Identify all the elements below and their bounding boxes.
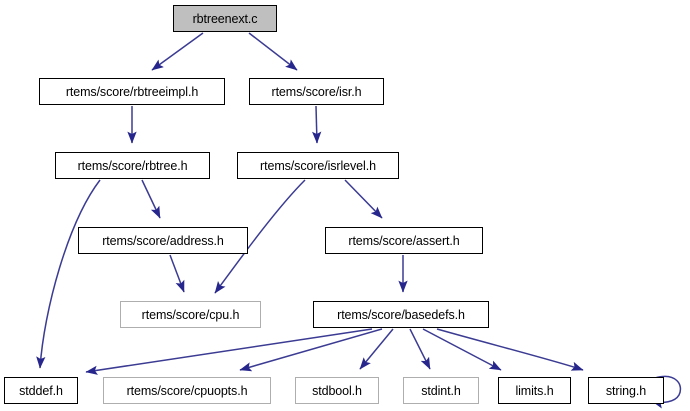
node-label: rtems/score/rbtree.h [77, 158, 188, 173]
node-stdbool-h[interactable]: stdbool.h [295, 377, 379, 404]
edge-rbtree-to-stddef [36, 179, 101, 369]
edge-rbtreenext-to-rbtreeimpl [151, 32, 204, 71]
edge-isrlevel-to-assert [344, 179, 383, 219]
node-rtems-score-isrlevel-h[interactable]: rtems/score/isrlevel.h [237, 152, 399, 179]
node-label: rtems/score/isrlevel.h [260, 158, 376, 173]
node-rtems-score-cpu-h[interactable]: rtems/score/cpu.h [120, 301, 261, 328]
node-label: rtems/score/address.h [102, 233, 224, 248]
node-rtems-score-rbtreeimpl-h[interactable]: rtems/score/rbtreeimpl.h [39, 78, 225, 105]
node-label: stdint.h [421, 383, 461, 398]
edge-isrlevel-to-cpu [214, 179, 306, 294]
node-label: rtems/score/cpu.h [141, 307, 240, 322]
node-rtems-score-cpuopts-h[interactable]: rtems/score/cpuopts.h [103, 377, 271, 404]
node-label: rtems/score/basedefs.h [337, 307, 465, 322]
node-label: rtems/score/isr.h [271, 84, 362, 99]
edge-basedefs-to-stdbool [359, 328, 394, 370]
edge-address-to-cpu [169, 254, 185, 293]
node-label: string.h [605, 383, 647, 398]
node-label: rtems/score/cpuopts.h [126, 383, 248, 398]
edge-basedefs-to-stdint [409, 328, 431, 370]
node-label: limits.h [515, 383, 554, 398]
node-rtems-score-basedefs-h[interactable]: rtems/score/basedefs.h [313, 301, 489, 328]
edge-rbtree-to-address [141, 179, 161, 219]
node-label: stddef.h [19, 383, 63, 398]
node-rbtreenext-c[interactable]: rbtreenext.c [173, 5, 277, 32]
edge-isr-to-isrlevel [312, 105, 322, 144]
node-rtems-score-isr-h[interactable]: rtems/score/isr.h [249, 78, 384, 105]
node-rtems-score-rbtree-h[interactable]: rtems/score/rbtree.h [55, 152, 210, 179]
edge-basedefs-to-stddef [85, 328, 373, 375]
node-rtems-score-assert-h[interactable]: rtems/score/assert.h [325, 227, 483, 254]
node-rtems-score-address-h[interactable]: rtems/score/address.h [78, 227, 248, 254]
node-stdint-h[interactable]: stdint.h [403, 377, 479, 404]
edge-basedefs-to-string [436, 328, 584, 371]
node-limits-h[interactable]: limits.h [498, 377, 571, 404]
edge-basedefs-to-limits [422, 328, 502, 371]
node-label: rbtreenext.c [192, 11, 258, 26]
edge-rbtreenext-to-isr [248, 32, 298, 71]
node-stddef-h[interactable]: stddef.h [4, 377, 78, 404]
edge-basedefs-to-cpuopts [239, 328, 383, 372]
node-string-h[interactable]: string.h [588, 377, 664, 404]
node-label: rtems/score/rbtreeimpl.h [65, 84, 199, 99]
node-label: rtems/score/assert.h [348, 233, 460, 248]
node-label: stdbool.h [312, 383, 362, 398]
